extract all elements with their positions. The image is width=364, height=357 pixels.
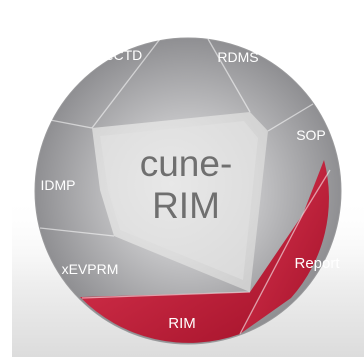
center-title-line1: cune- (140, 143, 233, 184)
segment-label-report: Report (294, 255, 340, 272)
segment-label-rim: RIM (168, 315, 196, 332)
segment-label-ectd: eCTD (106, 47, 143, 63)
blade-lines (39, 38, 331, 335)
segment-label-xevprm: xEVPRM (62, 261, 119, 277)
segment-label-rdms: RDMS (217, 49, 258, 65)
segment-label-idmp: IDMP (41, 177, 76, 193)
segment-rim-shape (80, 214, 303, 343)
center-title-line2: RIM (152, 185, 220, 226)
segment-report-shape (240, 160, 329, 334)
segment-label-sop: SOP (296, 127, 326, 143)
